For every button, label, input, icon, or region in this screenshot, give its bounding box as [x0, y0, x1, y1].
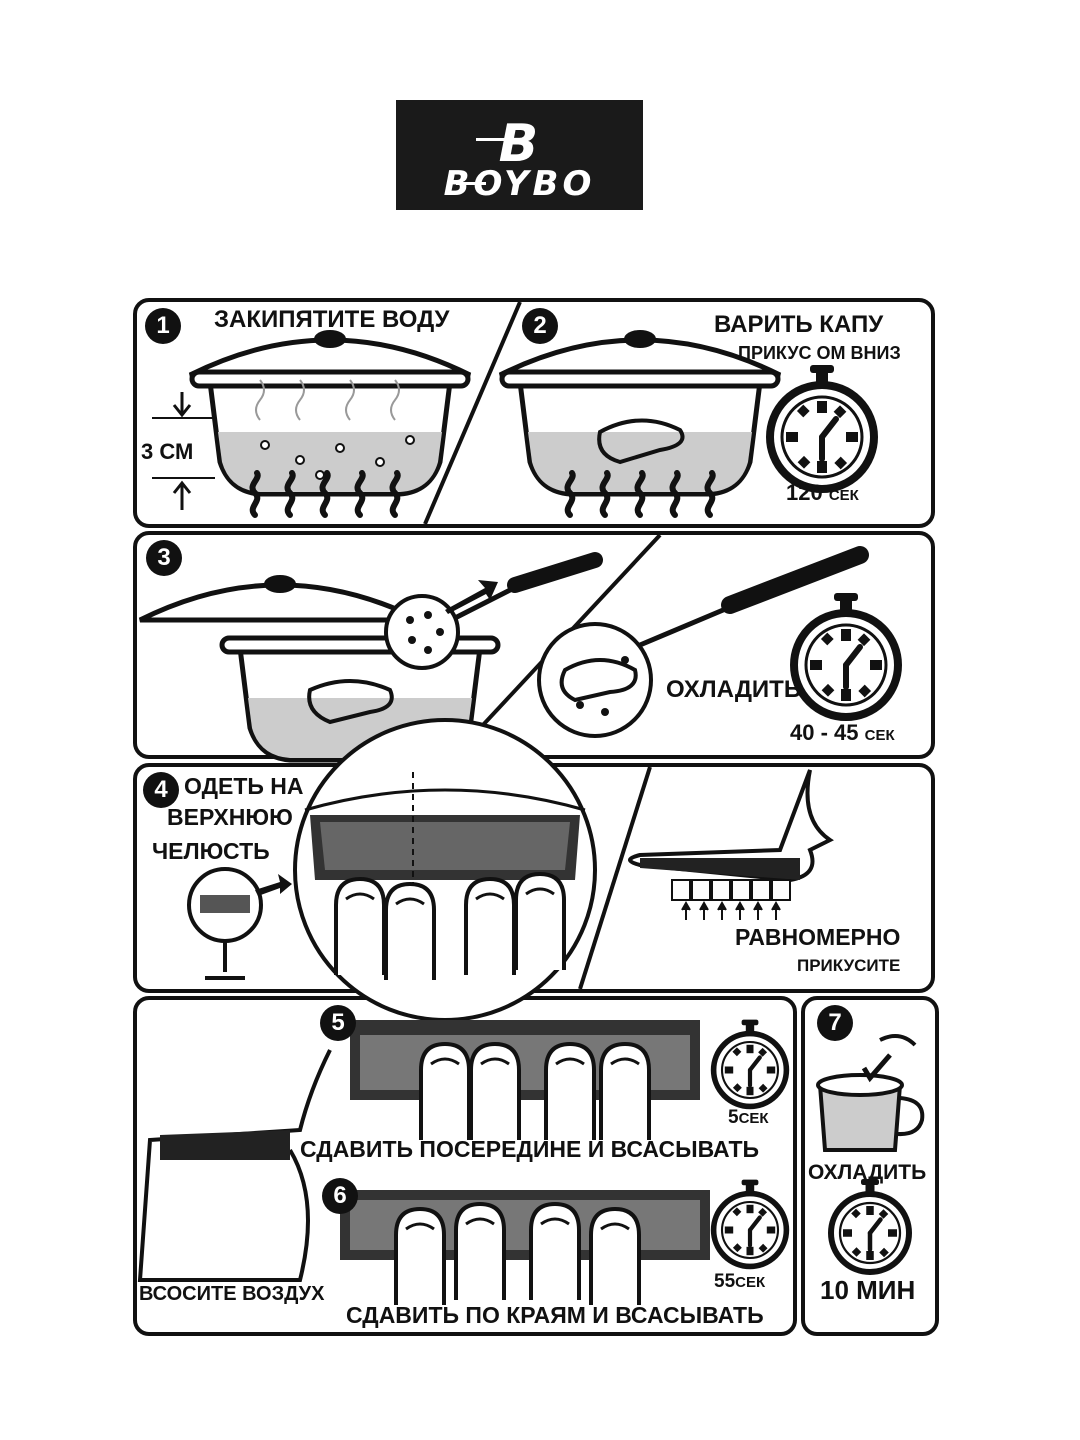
step7-time: 10 МИН [820, 1275, 916, 1305]
step-number-badge: 4 [143, 772, 179, 808]
logo-brand: BOYBO [443, 164, 596, 204]
step3-action: ОХЛАДИТЬ [666, 676, 802, 703]
step-number-badge: 7 [817, 1005, 853, 1041]
logo-speed-line [476, 138, 516, 141]
logo-mark: B [498, 114, 541, 174]
step3-drawing [140, 546, 898, 760]
step1-drawing [152, 330, 470, 515]
step7-drawing [816, 1034, 925, 1272]
step5-6-drawing [137, 1020, 786, 1307]
step2-time: 120 СЕК [786, 480, 859, 505]
step4-bite2: ПРИКУСИТЕ [797, 956, 901, 975]
step4-line2: ВЕРХНЮЮ [167, 804, 293, 830]
step2-subtitle: ПРИКУС ОМ ВНИЗ [738, 343, 901, 363]
step-number-badge: 5 [320, 1005, 356, 1041]
step-number-badge: 3 [146, 540, 182, 576]
step2-title: ВАРИТЬ КАПУ [714, 311, 884, 338]
boybo-logo: B BOYBO [396, 100, 643, 210]
step6-action: СДАВИТЬ ПО КРАЯМ И ВСАСЫВАТЬ [346, 1302, 764, 1328]
step5-action: СДАВИТЬ ПОСЕРЕДИНЕ И ВСАСЫВАТЬ [300, 1136, 760, 1162]
step4-line1: ОДЕТЬ НА [184, 773, 304, 799]
step4-drawing [187, 718, 834, 1022]
step-number-badge: 1 [145, 308, 181, 344]
step5-time: 5СЕК [728, 1107, 769, 1128]
step3-time: 40 - 45 СЕК [790, 720, 895, 745]
step-number-badge: 6 [322, 1178, 358, 1214]
step5-suck-air: ВСОСИТЕ ВОЗДУХ [139, 1283, 325, 1305]
step1-measure: 3 СМ [141, 439, 194, 464]
logo-speed-line [456, 182, 486, 185]
step4-bite1: РАВНОМЕРНО [735, 924, 901, 950]
step2-drawing [500, 330, 874, 515]
step-number-badge: 2 [522, 308, 558, 344]
step6-time: 55СЕК [714, 1271, 766, 1292]
step4-line3: ЧЕЛЮСТЬ [152, 838, 270, 864]
step7-action: ОХЛАДИТЬ [808, 1161, 927, 1184]
step1-title: ЗАКИПЯТИТЕ ВОДУ [214, 306, 450, 333]
